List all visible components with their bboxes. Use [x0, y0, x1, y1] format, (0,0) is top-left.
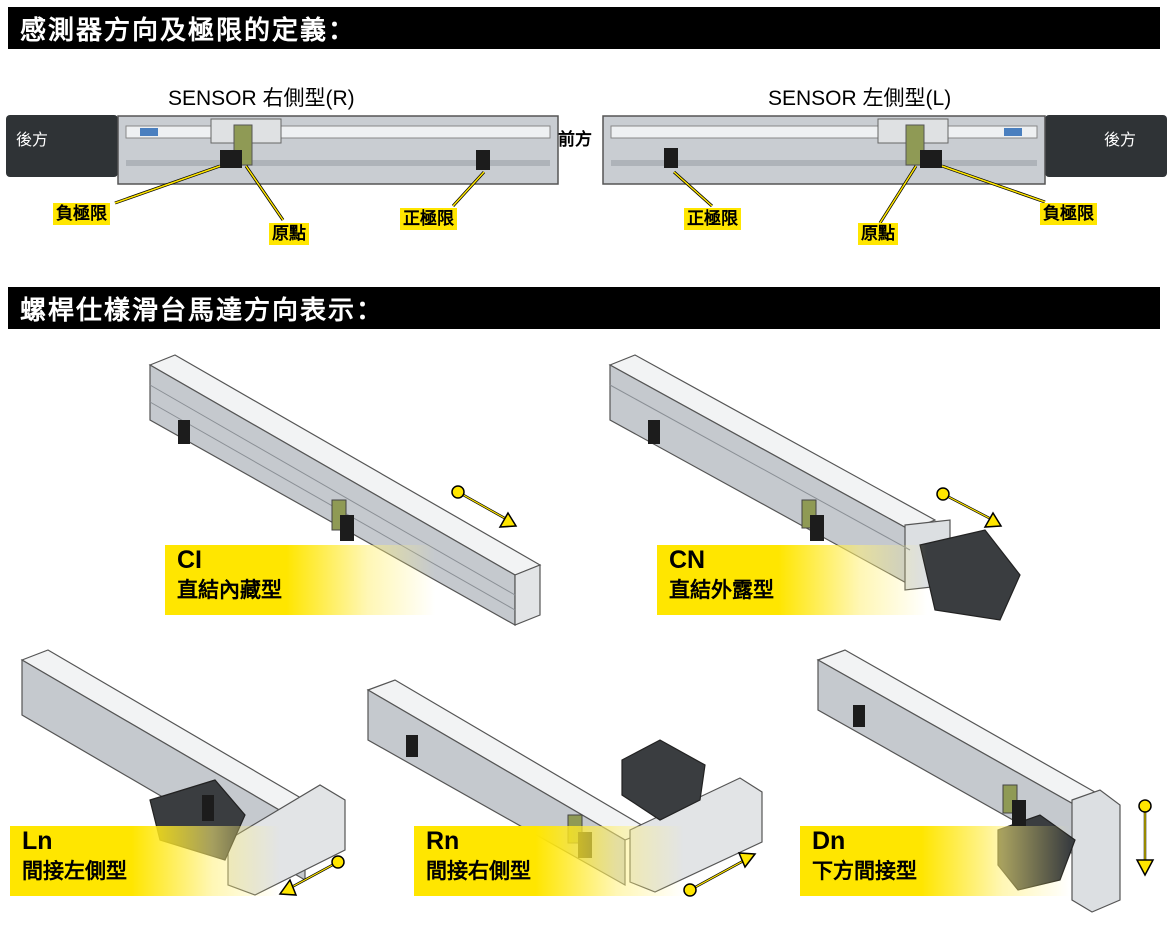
model-code-cn: CN — [669, 546, 706, 574]
neg-limit-sensor-right — [220, 150, 242, 168]
model-code-ln: Ln — [22, 827, 53, 855]
model-name-ln: 間接左側型 — [22, 859, 127, 883]
callout-pos-limit-left: 正極限 — [684, 208, 741, 230]
model-tag-dn: Dn 下方間接型 — [800, 826, 1070, 896]
rear-motor-block-left — [1045, 115, 1167, 177]
model-name-cn: 直結外露型 — [669, 578, 774, 602]
callout-neg-limit-right: 負極限 — [53, 203, 110, 225]
section-title-motor-direction: 螺桿仕樣滑台馬達方向表示： — [8, 287, 1160, 329]
model-name-rn: 間接右側型 — [426, 859, 531, 883]
model-code-rn: Rn — [426, 827, 460, 855]
pos-limit-sensor-right — [476, 150, 490, 170]
model-name-ci: 直結內藏型 — [177, 578, 282, 602]
section-title-sensor: 感測器方向及極限的定義： — [8, 7, 1160, 49]
sensor-diagram — [6, 115, 1167, 224]
rear-label-right: 後方 — [16, 130, 49, 149]
sensor-right-title: SENSOR 右側型(R) — [168, 87, 355, 110]
model-tag-rn: Rn 間接右側型 — [414, 826, 684, 896]
neg-limit-sensor-left — [920, 150, 942, 168]
model-tag-cn: CN 直結外露型 — [657, 545, 927, 615]
callout-pos-limit-right: 正極限 — [400, 208, 457, 230]
model-code-ci: CI — [177, 546, 202, 574]
pos-limit-sensor-left — [664, 148, 678, 168]
origin-sensor-left — [905, 124, 925, 166]
model-name-dn: 下方間接型 — [812, 859, 917, 883]
callout-origin-left: 原點 — [858, 223, 898, 245]
model-tag-ln: Ln 間接左側型 — [10, 826, 280, 896]
model-code-dn: Dn — [812, 827, 846, 855]
rear-motor-block-right — [6, 115, 118, 177]
callout-neg-limit-left: 負極限 — [1040, 203, 1097, 225]
section-title-motor-direction-text: 螺桿仕樣滑台馬達方向表示： — [20, 295, 385, 326]
model-tag-ci: CI 直結內藏型 — [165, 545, 435, 615]
rear-label-left: 後方 — [1104, 130, 1137, 149]
front-label: 前方 — [558, 130, 592, 150]
callout-origin-right: 原點 — [269, 223, 309, 245]
section-title-sensor-text: 感測器方向及極限的定義： — [20, 15, 357, 46]
sensor-left-title: SENSOR 左側型(L) — [768, 87, 952, 110]
actuator-cn — [608, 354, 1021, 621]
